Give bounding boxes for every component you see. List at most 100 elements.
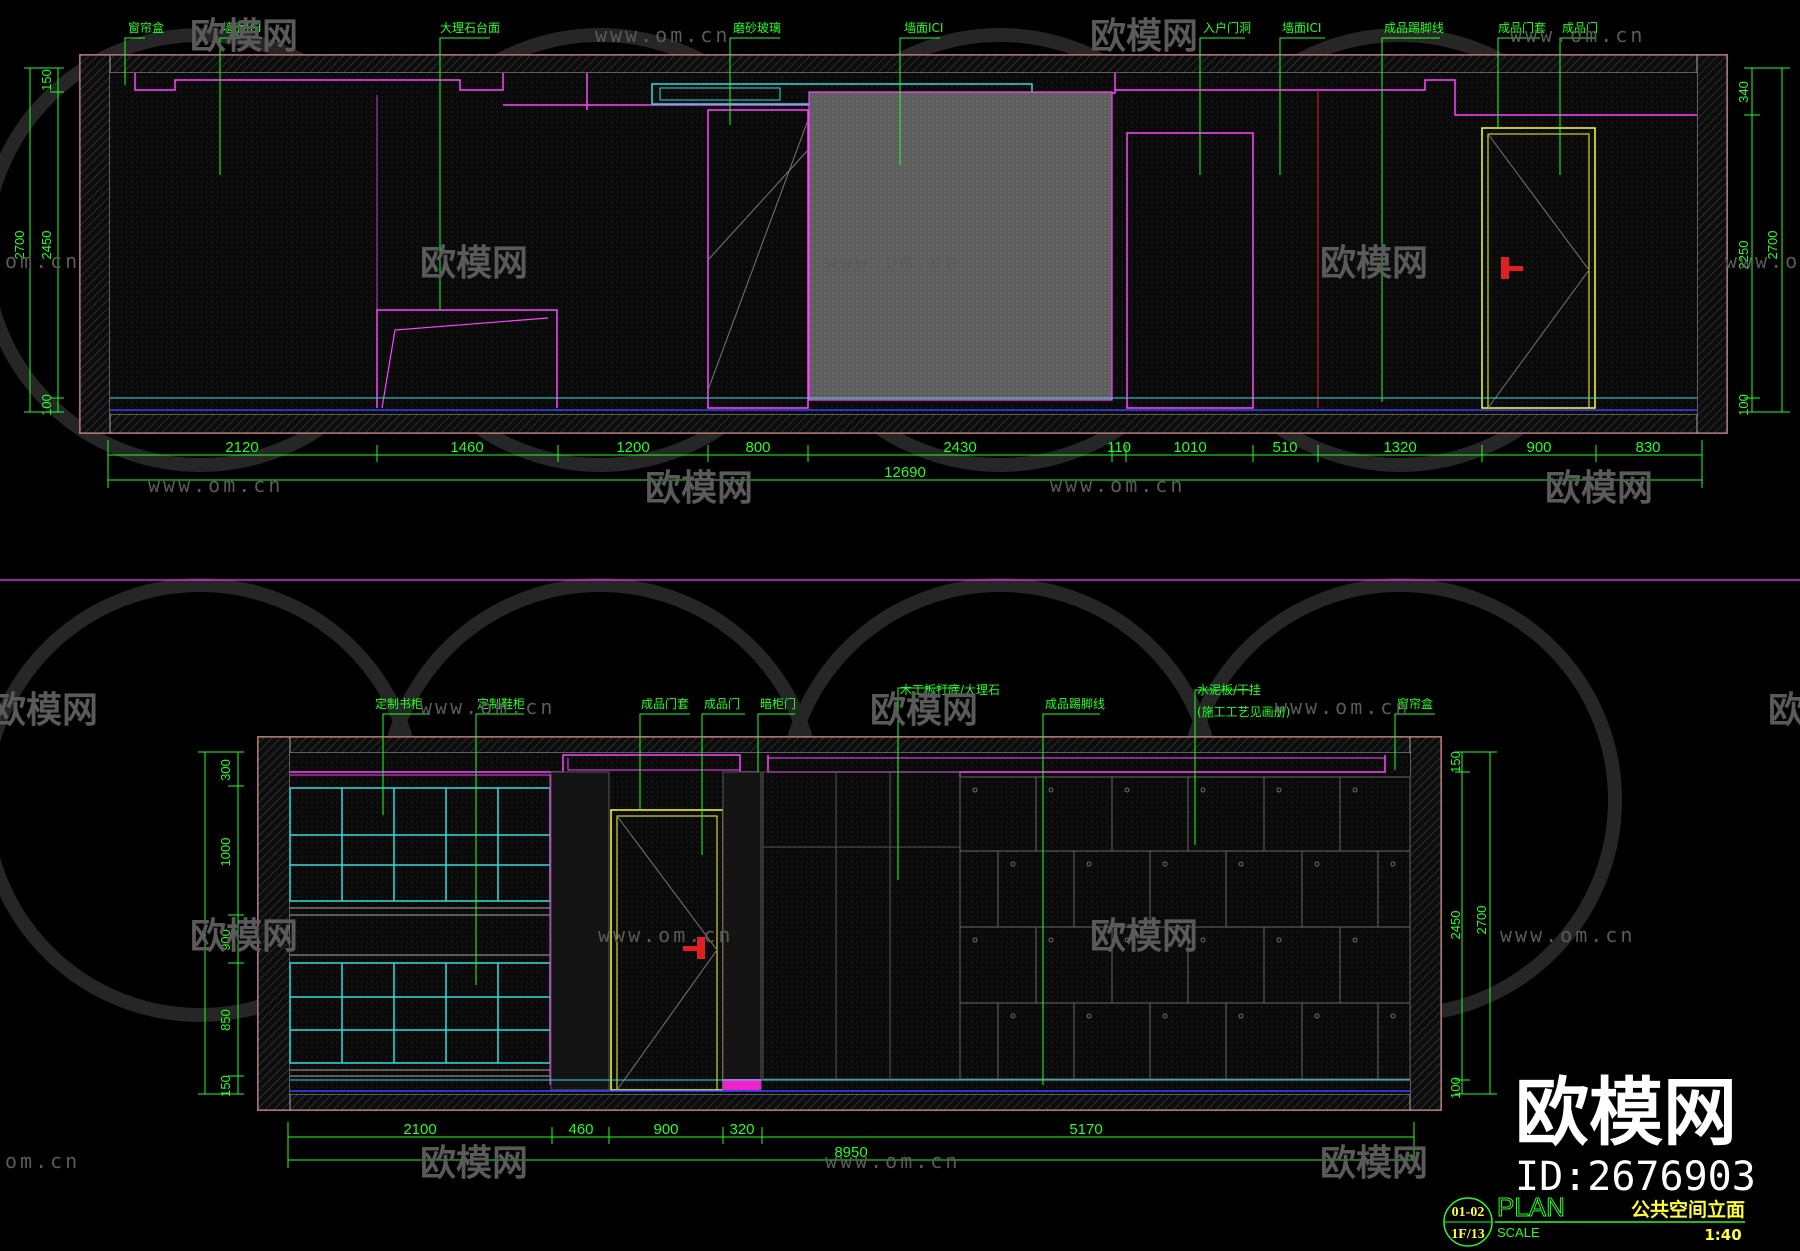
watermark-url: www.om.cn	[148, 473, 283, 497]
watermark-url: www.om.cn	[420, 695, 555, 719]
wall-fixings	[972, 787, 1396, 1019]
top-dim-6: 1010	[1173, 439, 1206, 456]
top-dim-5: 110	[1107, 439, 1131, 456]
right-wall	[1696, 54, 1728, 434]
watermark-url-partial: om.cn	[5, 1149, 80, 1173]
watermark-brand: 欧模网	[420, 1143, 528, 1184]
top-left-dim-2: 100	[39, 394, 54, 416]
label-top-6: 墙面ICI	[1282, 21, 1321, 35]
drawing-title: 公共空间立面	[1631, 1198, 1745, 1221]
top-dim-8: 1320	[1383, 439, 1416, 456]
watermark-url: www.om.cn	[598, 923, 733, 947]
watermark-brand: 欧模网	[190, 16, 298, 57]
label-bottom-5: 木工板打底/大理石	[900, 682, 1000, 697]
top-right-dim-2: 100	[1736, 394, 1751, 416]
bottom-right-dim-0: 150	[1448, 751, 1463, 773]
top-dim-7: 510	[1272, 439, 1297, 456]
label-bottom-1: 定制鞋柜	[477, 696, 525, 711]
label-top-4: 墙面ICI	[904, 21, 943, 35]
bookcase	[289, 787, 551, 1064]
elevation-top: 窗帘盒 墙面ICI 大理石台面 磨砂玻璃 墙面ICI 入户门洞 墙面ICI 成品…	[12, 20, 1790, 488]
top-left-dim-0: 150	[39, 69, 54, 91]
bottom-dim-3: 320	[729, 1121, 754, 1138]
ceiling-slab	[109, 54, 1698, 74]
watermark-url: www.om.cn	[1500, 923, 1635, 947]
bottom-left-dim-1: 1000	[218, 838, 233, 867]
label-bottom-0: 定制书柜	[375, 696, 423, 711]
bottom-left-dim-0: 300	[218, 759, 233, 781]
bottom-left-dim-2: 900	[218, 929, 233, 951]
top-dim-10: 830	[1635, 439, 1660, 456]
bottom-right-dim-2: 100	[1448, 1077, 1463, 1099]
floor-slab	[109, 413, 1698, 434]
watermark-brand: 欧模网	[190, 916, 298, 957]
top-left-dim-total: 2700	[12, 231, 27, 260]
watermark-brand: 欧模网	[1320, 243, 1428, 284]
bottom-dim-2: 900	[653, 1121, 678, 1138]
label-bottom-7: 水泥板/干挂	[1197, 683, 1261, 697]
entrance-opening	[1126, 132, 1254, 409]
top-dim-9: 900	[1526, 439, 1551, 456]
label-bottom-2: 成品门套	[641, 696, 689, 711]
scale-word: SCALE	[1497, 1225, 1540, 1240]
frosted-glass	[707, 109, 809, 409]
top-left-dim-1: 2450	[39, 231, 54, 260]
left-wall	[79, 54, 111, 434]
watermark-url-partial: om.cn	[5, 249, 80, 273]
brand-id: ID:2676903	[1515, 1154, 1756, 1200]
drawing-code-bottom: 1F/13	[1451, 1227, 1484, 1242]
label-bottom-4: 暗柜门	[760, 696, 796, 711]
label-bottom-6: 成品踢脚线	[1045, 696, 1105, 711]
watermark-brand: 欧模网	[870, 690, 978, 731]
top-dim-2: 1200	[616, 439, 649, 456]
door-handle-icon	[1501, 257, 1509, 279]
bottom-right-dim-1: 2450	[1448, 911, 1463, 940]
top-right-dim-0: 340	[1736, 81, 1751, 103]
watermarks: 欧模网 www.om.cn 欧模网 www.om.cn om.cn 欧模网 ww…	[0, 16, 1800, 1184]
top-dim-4: 2430	[943, 439, 976, 456]
label-top-9: 成品门	[1562, 20, 1598, 35]
label-bottom-3: 成品门	[704, 696, 740, 711]
bottom-dim-4: 5170	[1069, 1121, 1102, 1138]
watermark-brand: 欧模网	[420, 243, 528, 284]
drawing-code-top: 01-02	[1452, 1205, 1485, 1220]
top-dim-1: 1460	[450, 439, 483, 456]
watermark-brand: 欧模网	[1090, 16, 1198, 57]
label-top-5: 入户门洞	[1203, 20, 1251, 35]
top-right-dim-total: 2700	[1765, 231, 1780, 260]
door-handle-icon-bottom	[697, 937, 705, 959]
watermark-url: www.om.cn	[825, 249, 960, 273]
watermark-url: www.om.cn	[1725, 249, 1800, 273]
watermark-url: www.om.cn	[595, 23, 730, 47]
feature-wall	[808, 91, 1113, 401]
bottom-left-dim-4: 150	[218, 1075, 233, 1097]
top-dim-total: 12690	[884, 464, 926, 481]
top-right-dim-1: 2250	[1736, 241, 1751, 270]
title-block: 01-02 1F/13 PLAN SCALE 公共空间立面 1:40	[1443, 1192, 1745, 1247]
top-dim-0: 2120	[225, 439, 258, 456]
label-top-7: 成品踢脚线	[1384, 20, 1444, 35]
label-bottom-9: 窗帘盒	[1397, 696, 1433, 711]
bottom-left-dim-3: 850	[218, 1009, 233, 1031]
watermark-brand: 欧模网	[645, 468, 753, 509]
watermark-brand-partial: 欧模网	[1768, 690, 1800, 731]
bottom-dim-0: 2100	[403, 1121, 436, 1138]
watermark-brand: 欧模网	[1545, 468, 1653, 509]
watermark-url: www.om.cn	[1275, 695, 1410, 719]
bottom-dim-total: 8950	[834, 1144, 867, 1161]
top-dim-3: 800	[745, 439, 770, 456]
cement-board-wall	[959, 776, 1411, 1080]
watermark-url: www.om.cn	[1050, 473, 1185, 497]
bottom-right-dim-total: 2700	[1474, 906, 1489, 935]
brand-logo-text: 欧模网	[1515, 1070, 1737, 1156]
brand-block: 欧模网 ID:2676903	[1515, 1070, 1756, 1200]
bottom-dim-1: 460	[568, 1121, 593, 1138]
watermark-url: www.om.cn	[1510, 23, 1645, 47]
label-top-0: 窗帘盒	[128, 20, 164, 35]
label-top-2: 大理石台面	[440, 20, 500, 35]
label-top-1: 墙面ICI	[222, 21, 261, 35]
watermark-brand-partial: 欧模网	[0, 690, 98, 731]
label-top-3: 磨砂玻璃	[733, 21, 781, 35]
plan-word: PLAN	[1497, 1192, 1565, 1222]
